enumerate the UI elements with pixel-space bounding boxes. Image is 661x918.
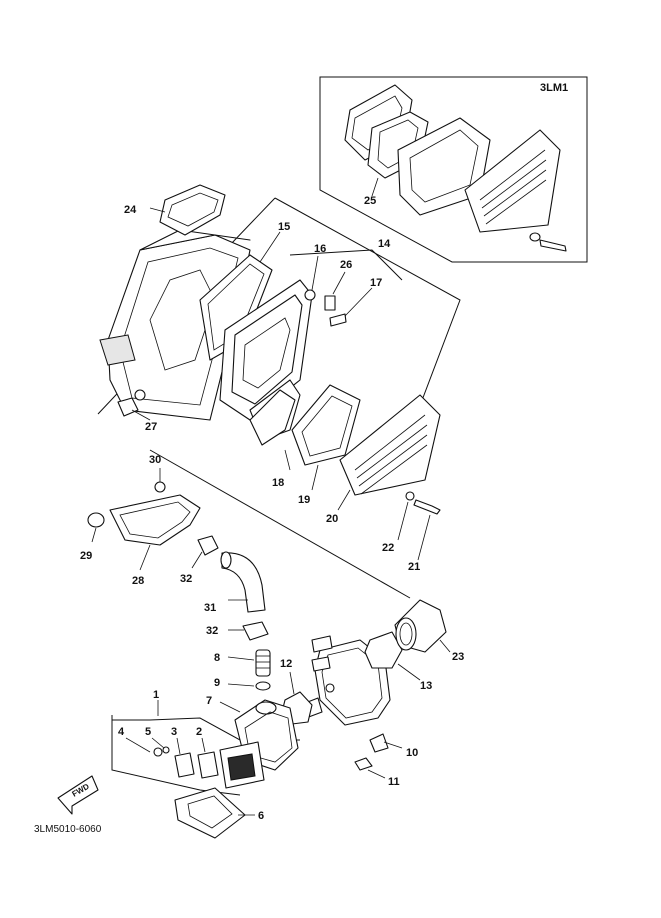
callout-9: 9: [214, 677, 220, 689]
callout-30: 30: [149, 454, 161, 466]
callout-6: 6: [258, 810, 264, 822]
diagram-code: 3LM5010-6060: [34, 824, 102, 835]
airbox-housing: [99, 229, 251, 421]
callout-22: 22: [382, 542, 394, 554]
callout-17: 17: [370, 277, 382, 289]
inset-box: 3LM1 25: [319, 76, 588, 263]
callout-16: 16: [314, 243, 326, 255]
callout-21: 21: [408, 561, 420, 573]
callout-32a: 32: [180, 573, 192, 585]
fwd-arrow-icon: FWD: [57, 775, 99, 815]
callout-20: 20: [326, 513, 338, 525]
callout-27: 27: [145, 421, 157, 433]
callout-29: 29: [80, 550, 92, 562]
part-15: 15: [199, 221, 290, 361]
callout-19: 19: [298, 494, 310, 506]
callout-10: 10: [406, 747, 418, 759]
callout-25: 25: [364, 195, 376, 207]
callout-23: 23: [452, 651, 464, 663]
callout-28: 28: [132, 575, 144, 587]
part-31: 31: [204, 551, 266, 614]
part-8: 8: [214, 649, 271, 677]
callout-5: 5: [145, 726, 151, 738]
part-23: 23: [394, 599, 464, 663]
callout-11: 11: [388, 776, 400, 788]
reed-valve-parts: 4 5 3 2: [118, 726, 265, 789]
callout-8: 8: [214, 652, 220, 664]
callout-26: 26: [340, 259, 352, 271]
callout-32b: 32: [206, 625, 218, 637]
inset-label: 3LM1: [540, 82, 568, 94]
part-24: 24: [124, 184, 226, 236]
callout-4: 4: [118, 726, 125, 738]
callout-2: 2: [196, 726, 202, 738]
callout-13: 13: [420, 680, 432, 692]
callout-14: 14: [378, 238, 391, 250]
callout-12: 12: [280, 658, 292, 670]
filter-elements: 18 19 20: [249, 384, 441, 525]
callout-7: 7: [206, 695, 212, 707]
callout-1: 1: [153, 689, 159, 701]
callout-24: 24: [124, 204, 137, 216]
callout-15: 15: [278, 221, 290, 233]
part-6: 6: [174, 787, 264, 839]
part-28: 28: [109, 494, 201, 587]
callout-31: 31: [204, 602, 216, 614]
callout-18: 18: [272, 477, 284, 489]
callout-3: 3: [171, 726, 177, 738]
